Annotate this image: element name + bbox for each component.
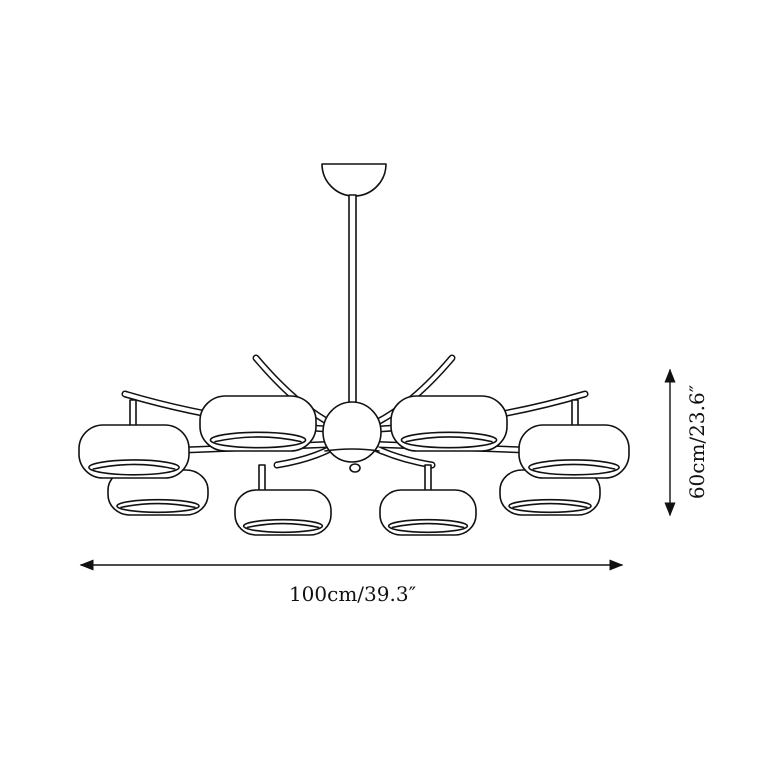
lamp-shade [78, 424, 190, 479]
lamp-shade [390, 395, 508, 452]
lamp-shade [199, 395, 317, 452]
width-label: 100cm/39.3″ [288, 582, 417, 606]
lamp-shade [107, 469, 209, 516]
lamp-shade [499, 469, 601, 516]
center-hub [322, 401, 382, 473]
height-label: 60cm/23.6″ [685, 384, 709, 500]
canopy [321, 163, 387, 197]
lamp-shades [78, 395, 630, 536]
lamp-shade [379, 489, 477, 536]
lamp-shade [234, 489, 332, 536]
rod [348, 194, 357, 406]
lamp-shade [518, 424, 630, 479]
